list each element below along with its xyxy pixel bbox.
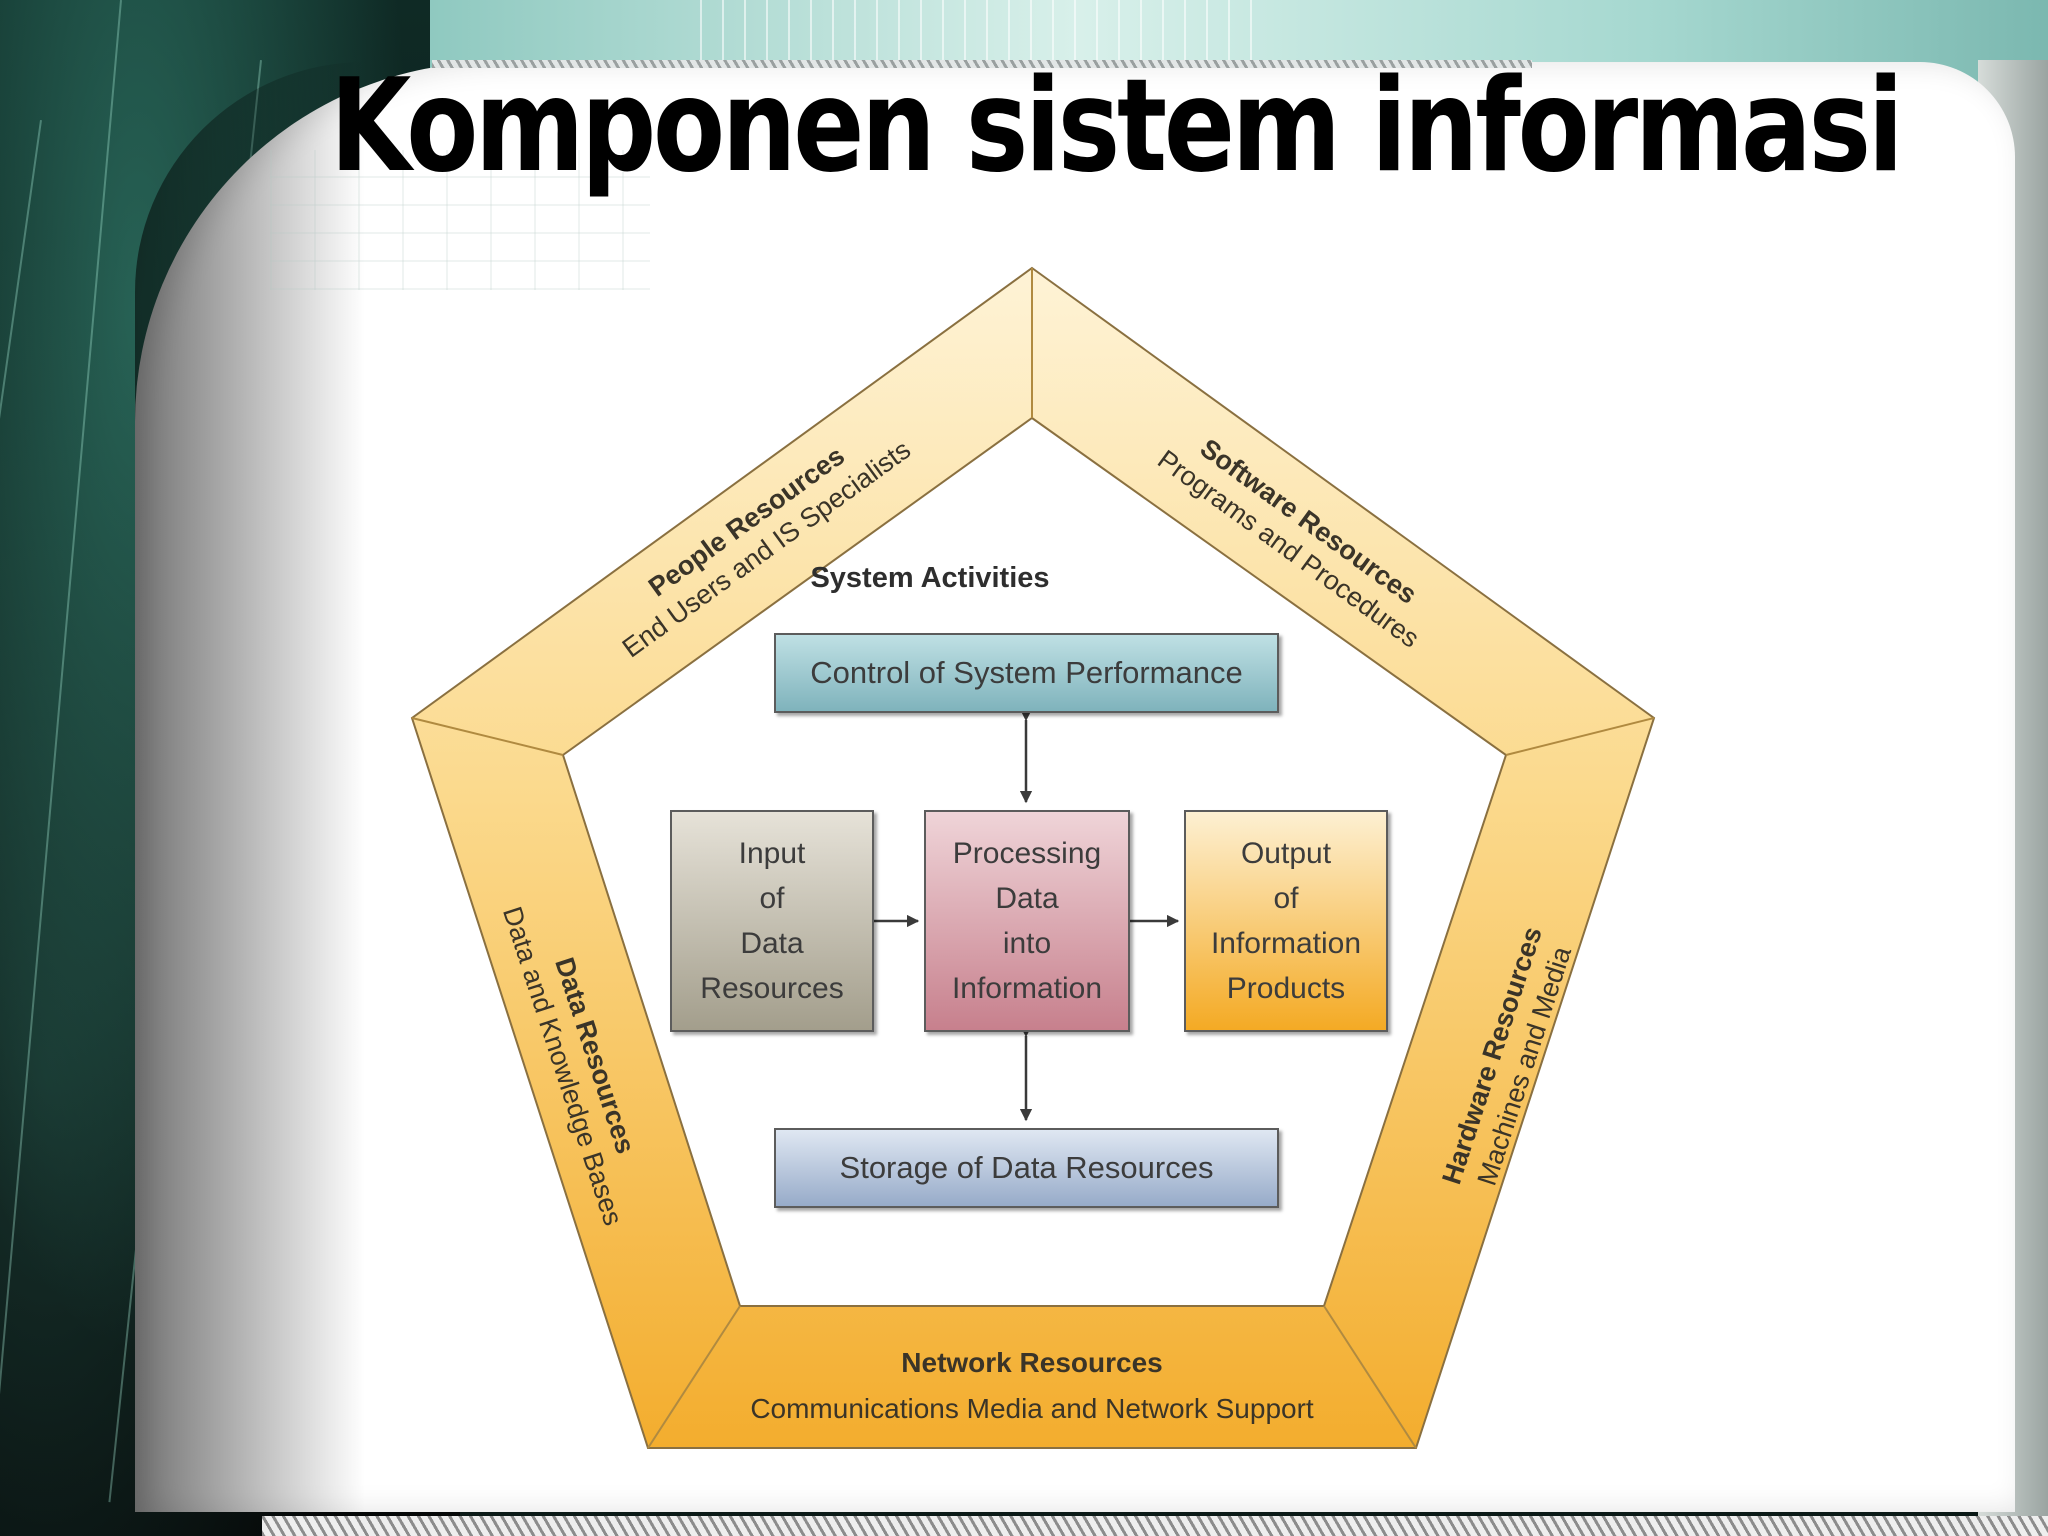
processing-line-2: Data <box>995 882 1059 915</box>
content-panel-shadow <box>135 62 365 1512</box>
output-line-2: of <box>1273 882 1299 915</box>
network-resources-label: Network Resources Communications Media a… <box>750 1347 1314 1424</box>
output-line-3: Information <box>1210 927 1362 960</box>
top-hatch-border <box>432 60 1532 68</box>
processing-line-4: Information <box>951 972 1103 1005</box>
bottom-hatch-border <box>262 1516 2048 1536</box>
output-line-4: Products <box>1226 972 1346 1005</box>
output-line-1: Output <box>1240 837 1332 870</box>
processing-box: Processing Data into Information <box>924 810 1130 1032</box>
input-line-1: Input <box>738 837 806 870</box>
pentagon-dividers <box>411 268 1655 1449</box>
input-line-4: Resources <box>700 972 844 1005</box>
input-line-3: Data <box>740 927 804 960</box>
network-resources-title: Network Resources <box>901 1347 1162 1378</box>
pentagon-frame: People Resources End Users and IS Specia… <box>410 266 1656 1449</box>
output-box: Output of Information Products <box>1184 810 1388 1032</box>
processing-line-1: Processing <box>952 837 1102 870</box>
control-box: Control of System Performance <box>774 633 1279 713</box>
system-activities-title: System Activities <box>810 562 1050 594</box>
background-top-grid <box>700 0 1260 60</box>
input-line-2: of <box>759 882 785 915</box>
pentagon-band <box>410 266 1656 1449</box>
is-components-diagram: People Resources End Users and IS Specia… <box>400 250 1680 1480</box>
slide-title: Komponen sistem informasi <box>330 52 1904 201</box>
storage-box: Storage of Data Resources <box>774 1128 1279 1208</box>
processing-line-3: into <box>1002 927 1052 960</box>
network-resources-subtitle: Communications Media and Network Support <box>750 1393 1314 1424</box>
circuit-pattern <box>270 150 650 290</box>
input-box: Input of Data Resources <box>670 810 874 1032</box>
